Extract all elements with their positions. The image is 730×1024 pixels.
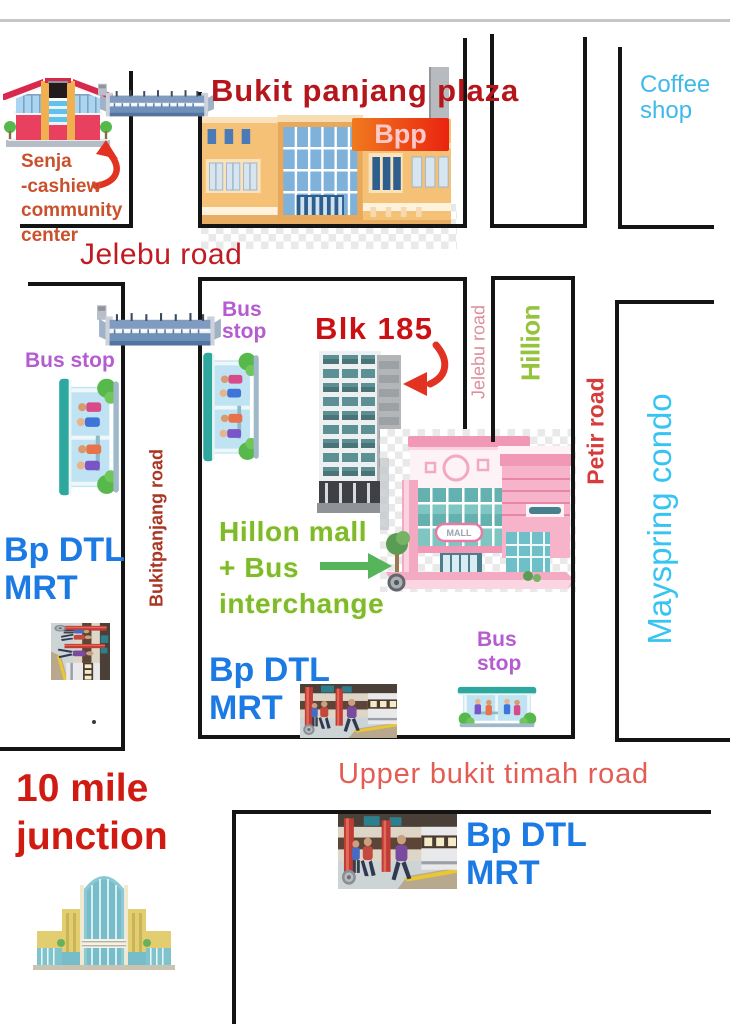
road-v-plaza-left [198, 92, 202, 228]
road-h-left-block-top [28, 282, 125, 286]
road-v-hillion-right [571, 276, 575, 736]
bp-dtl-mrt-left-line2-text: MRT [4, 569, 78, 608]
mrt-photo-left [51, 623, 110, 680]
ten-mile-line1-text: 10 mile [16, 767, 149, 810]
road-v-coffee-block-left [618, 47, 622, 228]
jelebu-road-v-text: Jelebu road [468, 304, 489, 400]
road-v-jelebu-left [463, 277, 467, 430]
road-v-bukitpanjang-right [198, 277, 202, 739]
road-v-top-block2-left [490, 34, 494, 228]
plaza-chimney [429, 67, 449, 124]
road-v-topleft-block-right [129, 71, 133, 227]
bpp-badge: Bpp [352, 118, 449, 151]
road-h-plaza-bottom [198, 224, 467, 228]
bus-stop-shelter-right [452, 686, 542, 728]
hillon-mall-line1-text: Hillon mall [219, 516, 368, 547]
ten-mile-junction-building [31, 855, 177, 975]
road-h-topleft-block-bottom [20, 224, 133, 228]
hillon-mall-label: Hillon mall + Bus interchange [219, 514, 384, 622]
jelebu-road-label: Jelebu road [80, 238, 243, 271]
senja-community-center-label: Senja -cashiew community center [21, 150, 122, 249]
road-h-top-block2-bottom [490, 224, 587, 228]
hillon-mall-line2-text: + Bus [219, 552, 300, 584]
bus-stop-right-line2-text: stop [477, 651, 522, 675]
blk-185-arrow [403, 341, 449, 396]
bus-stop-right-line1-text: Bus [477, 628, 517, 651]
senja-line1-text: Senja [21, 151, 72, 172]
bp-dtl-mrt-mid-line1-text: Bp DTL [209, 651, 330, 689]
road-h-mayspring-top [615, 300, 714, 304]
road-h-coffee-block-bottom [618, 225, 714, 229]
road-v-jelebu-right-stub [491, 428, 495, 442]
road-v-bottom-block-left [232, 810, 236, 1024]
senja-arrow [92, 140, 120, 190]
top-border-rule [0, 19, 730, 22]
upper-bukit-timah-road-label: Upper bukit timah road [338, 758, 649, 790]
bp-dtl-mrt-bottom-line1-text: Bp DTL [466, 816, 587, 854]
road-v-petir-right [615, 300, 619, 742]
senja-line2-text: -cashiew [21, 175, 102, 197]
road-v-top-block2-right [583, 37, 587, 228]
stray-dot [92, 720, 96, 724]
hillon-mall-arrow [320, 553, 392, 579]
wheel-emblem [387, 573, 406, 592]
blk-185-label: Blk 185 [315, 311, 434, 346]
bp-dtl-mrt-bottom-line2-text: MRT [466, 854, 540, 893]
bus-stop-left-label: Bus stop [25, 349, 115, 372]
bus-stop-shelter-left [56, 376, 122, 498]
road-h-middle-block-top [198, 277, 467, 281]
overhead-bridge-top [98, 82, 216, 120]
road-h-hillion-block-top [491, 276, 575, 280]
road-v-jelebu-right [491, 276, 495, 442]
hillon-mall-line3-text: interchange [219, 588, 385, 620]
road-v-plaza-right [463, 38, 467, 228]
hillion-mall-building [380, 428, 576, 593]
plaza-title: Bukit panjang plaza [211, 73, 520, 108]
bp-dtl-mrt-left-line1-text: Bp DTL [4, 531, 125, 569]
bus-stop-mid-line1-text: Bus [222, 298, 262, 321]
mrt-photo-bottom [338, 814, 457, 889]
bpp-badge-text: Bpp [374, 119, 427, 149]
road-h-left-block-bottom [0, 747, 125, 751]
hillion-text: Hillion [515, 305, 546, 381]
coffee-line2-text: shop [640, 97, 693, 125]
bp-dtl-mrt-mid-line2-text: MRT [209, 689, 283, 728]
road-v-bukitpanjang-left [121, 282, 125, 750]
road-h-bottom-block-top [232, 810, 711, 814]
senja-line3-text: community [21, 200, 123, 222]
overhead-bridge-middle [97, 303, 223, 350]
petir-road-text: Petir road [582, 377, 609, 485]
coffee-line1-text: Coffee [640, 71, 711, 98]
bus-stop-shelter-middle [202, 348, 260, 466]
bus-stop-mid-line2-text: stop [222, 320, 267, 344]
senja-line4-text: center [21, 225, 79, 247]
ten-mile-line2-text: junction [16, 814, 168, 858]
mayspring-condo-text: Mayspring condo [641, 393, 678, 645]
road-h-mayspring-bottom [615, 738, 730, 742]
bukitpanjang-road-text: Bukitpanjang road [146, 448, 167, 608]
